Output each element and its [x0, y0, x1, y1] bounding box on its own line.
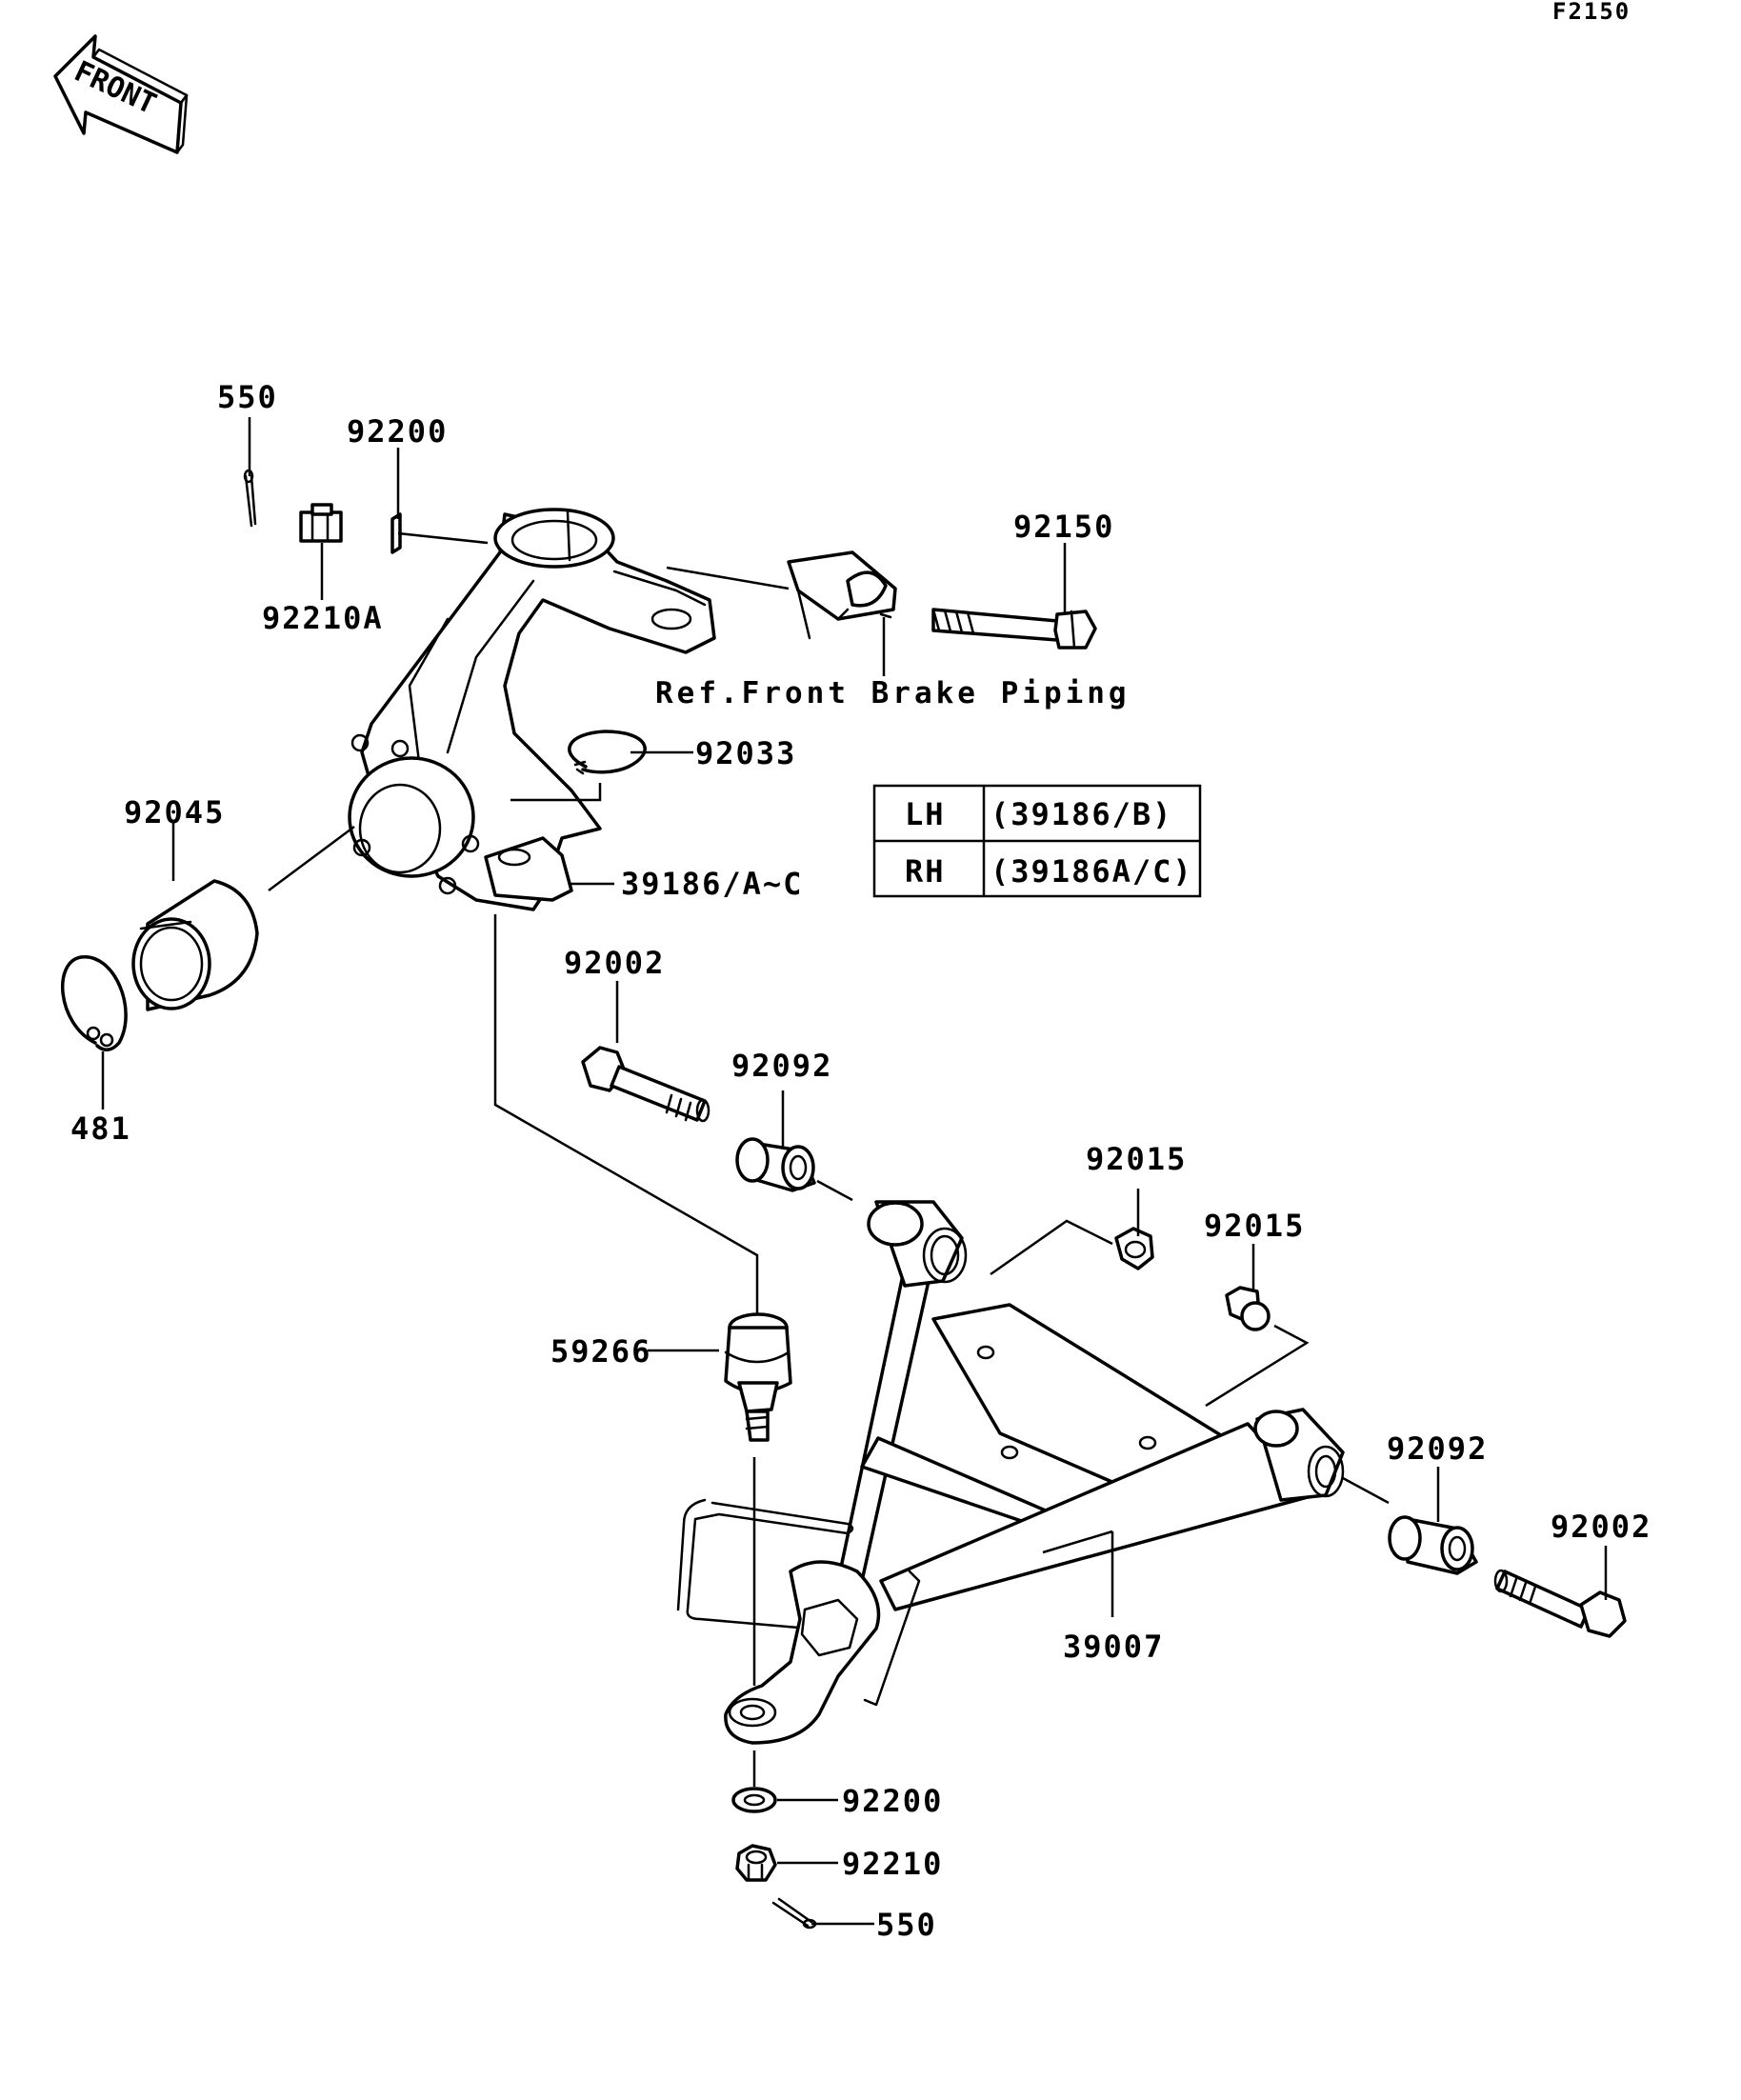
label-collar-left: 92092: [731, 1048, 832, 1084]
label-nut-right: 92015: [1204, 1208, 1305, 1244]
brake-clamp: [787, 550, 897, 640]
bearing: [131, 879, 259, 1011]
cotter-pin-top: [243, 469, 257, 528]
label-bolt-left: 92002: [564, 945, 665, 981]
castle-nut-top: [299, 503, 343, 543]
steering-knuckle: [348, 508, 716, 911]
bolt-left: [581, 1046, 710, 1123]
bolt-top: [931, 608, 1097, 650]
label-nut-bottom: 92210: [842, 1846, 943, 1882]
leader-lines: [101, 417, 1608, 1926]
label-arm: 39007: [1063, 1629, 1164, 1665]
cotter-pin-bottom: [771, 1897, 817, 1930]
label-washer-bottom: 92200: [842, 1783, 943, 1819]
label-nut-upper: 92015: [1086, 1141, 1187, 1177]
flange-nut-upper: [1114, 1227, 1154, 1270]
ball-joint: [724, 1312, 792, 1442]
collar-right: [1388, 1515, 1478, 1575]
label-circlip-small: 92033: [695, 735, 796, 771]
label-cotter-pin-bottom: 550: [876, 1907, 937, 1943]
front-arrow-icon: FRONT: [53, 34, 189, 154]
label-washer-top: 92200: [347, 413, 448, 450]
bolt-right: [1493, 1569, 1627, 1638]
flange-nut-right: [1225, 1286, 1271, 1331]
table-row-rh-part: (39186A/C): [991, 853, 1193, 890]
label-bolt-top: 92150: [1013, 509, 1114, 545]
label-snap-ring: 481: [70, 1110, 131, 1147]
table-row-rh-side: RH: [905, 853, 946, 890]
label-knuckle: 39186/A~C: [621, 866, 803, 902]
label-nut-top: 92210A: [262, 600, 384, 636]
washer-bottom: [731, 1787, 777, 1813]
table-row-lh-part: (39186/B): [991, 796, 1172, 832]
label-collar-right: 92092: [1387, 1430, 1488, 1467]
a-arm: [676, 1200, 1345, 1745]
snap-ring: [60, 955, 128, 1051]
label-bearing: 92045: [124, 794, 225, 830]
diagram-code: F2150: [1552, 0, 1631, 25]
label-bolt-right: 92002: [1551, 1509, 1651, 1545]
label-brake-ref: Ref.Front Brake Piping: [655, 676, 1131, 710]
circlip-small: [568, 730, 647, 775]
label-cotter-pin-top: 550: [217, 379, 278, 415]
table-row-lh-side: LH: [905, 796, 946, 832]
collar-left: [735, 1137, 816, 1192]
side-table: LH (39186/B) RH (39186A/C): [872, 784, 1202, 898]
castle-nut-bottom: [735, 1844, 777, 1882]
label-ball-joint: 59266: [550, 1333, 651, 1370]
